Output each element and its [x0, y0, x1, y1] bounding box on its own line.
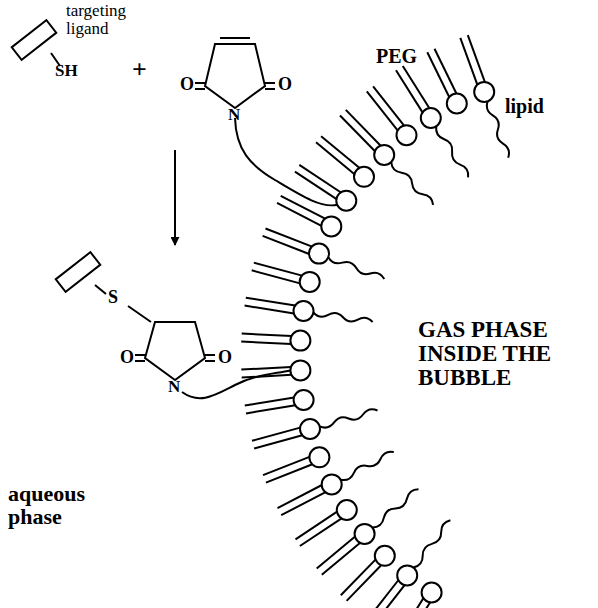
carbonyl-bond: [265, 82, 275, 84]
peg-linker: [235, 118, 337, 205]
carbonyl-bond: [205, 360, 215, 362]
lipid-head: [397, 565, 417, 585]
lipid-head: [337, 500, 357, 520]
oxygen-atom: O: [120, 348, 134, 367]
peg-chain: [320, 409, 378, 427]
aqueous-phase-label: aqueous phase: [8, 482, 118, 528]
lipid-tail: [246, 405, 295, 413]
succinimide-ring: [145, 322, 205, 380]
ligand-block: [56, 252, 101, 292]
oxygen-atom: O: [180, 75, 194, 94]
carbonyl-bond: [135, 354, 145, 356]
peg-chain: [436, 127, 468, 178]
peg-linker: [182, 370, 290, 398]
lipid-tail: [245, 397, 294, 405]
lipid-tail: [374, 585, 405, 608]
lipid-tail: [245, 306, 294, 314]
double-bond: [220, 37, 250, 39]
peg-chain: [328, 257, 384, 279]
lipid-head: [336, 191, 356, 211]
lipid-head: [422, 583, 442, 603]
reaction-arrow: [174, 150, 176, 245]
thiol-label: SH: [55, 62, 78, 80]
lipid-tail: [241, 367, 291, 370]
lipid-head: [322, 474, 342, 494]
lipid-head: [300, 419, 320, 439]
lipid-tail: [277, 203, 321, 226]
lipid-head: [309, 244, 329, 264]
carbonyl-bond: [135, 360, 145, 362]
lipid-tail: [316, 142, 355, 174]
carbonyl-bond: [205, 354, 215, 356]
lipid-tail: [300, 518, 342, 546]
lipid-head: [375, 546, 395, 566]
gas-phase-label: GAS PHASE INSIDE THE BUBBLE: [418, 318, 588, 390]
lipid-head: [447, 94, 467, 114]
lipid-tail: [404, 602, 431, 608]
lipid-head: [374, 145, 394, 165]
peg-chain: [391, 162, 433, 205]
carbonyl-bond: [265, 88, 275, 90]
lipid-tail: [241, 342, 291, 345]
lipid-head: [309, 447, 329, 467]
lipid-tail: [427, 52, 449, 97]
bond: [95, 285, 106, 294]
lipid-tail: [246, 298, 295, 306]
lipid-tail: [263, 236, 310, 254]
lipid-head: [421, 108, 441, 128]
lipid-tail: [396, 70, 423, 112]
lipid-head: [355, 524, 375, 544]
lipid-head: [294, 390, 314, 410]
lipid-tail: [254, 435, 302, 448]
lipid-head: [321, 216, 341, 236]
lipid-tail: [460, 38, 477, 85]
lipid-head: [290, 360, 310, 380]
lipid-tail: [340, 116, 375, 152]
oxygen-atom: O: [218, 348, 232, 367]
ligand-label: targeting ligand: [66, 2, 156, 38]
lipid-tail: [367, 91, 398, 130]
maleimide-ring: [205, 44, 265, 108]
peg-label: PEG: [376, 46, 417, 67]
lipid-tail: [266, 229, 313, 247]
lipid-label: lipid: [505, 96, 544, 117]
lipid-head: [294, 301, 314, 321]
lipid-tail: [281, 492, 325, 515]
lipid-head: [397, 125, 417, 145]
lipid-tail: [468, 35, 485, 82]
lipid-tail: [263, 457, 310, 475]
sulfur-atom: S: [108, 288, 118, 307]
lipid-tail: [397, 598, 424, 608]
lipid-head: [474, 82, 494, 102]
peg-chain: [372, 489, 418, 527]
lipid-tail: [435, 49, 457, 94]
carbonyl-bond: [195, 88, 205, 90]
nitrogen-atom: N: [228, 106, 240, 124]
ligand-block: [12, 20, 57, 60]
lipid-tail: [266, 464, 313, 482]
plus-sign: +: [132, 56, 147, 83]
peg-chain: [313, 313, 372, 323]
lipid-tail: [347, 565, 382, 601]
peg-chain: [413, 520, 450, 567]
lipid-tail: [252, 270, 300, 283]
carbonyl-bond: [195, 82, 205, 84]
lipid-tail: [368, 580, 399, 608]
lipid-head: [290, 331, 310, 351]
lipid-tail: [322, 543, 360, 575]
lipid-head: [300, 272, 320, 292]
nitrogen-atom: N: [168, 378, 180, 396]
bond: [128, 306, 151, 322]
lipid-head: [354, 167, 374, 187]
lipid-tail: [242, 334, 292, 337]
oxygen-atom: O: [278, 75, 292, 94]
peg-chain: [341, 452, 394, 480]
